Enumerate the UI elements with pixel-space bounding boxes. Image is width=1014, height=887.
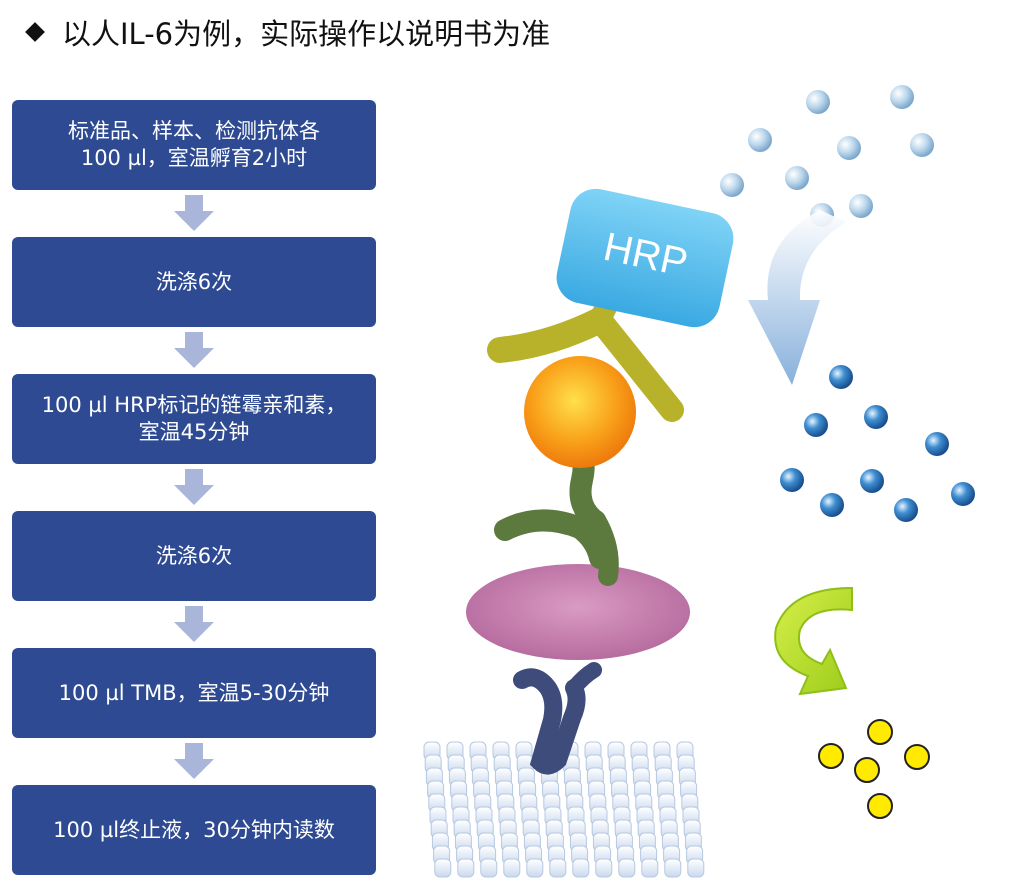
well bbox=[457, 858, 475, 878]
down-arrow-icon bbox=[174, 332, 214, 368]
step-box-2: 洗涤6次 bbox=[12, 237, 376, 327]
well bbox=[641, 858, 659, 878]
well bbox=[664, 858, 682, 878]
slide-title-text: 以人IL-6为例，实际操作以说明书为准 bbox=[62, 17, 551, 51]
down-arrow-icon bbox=[174, 743, 214, 779]
slide-title: 以人IL-6为例，实际操作以说明书为准 bbox=[22, 8, 550, 56]
diamond-bullet-icon bbox=[25, 22, 45, 42]
step-box-5: 100 µl TMB，室温5-30分钟 bbox=[12, 648, 376, 738]
step-box-3: 100 µl HRP标记的链霉亲和素， 室温45分钟 bbox=[12, 374, 376, 464]
step-box-1: 标准品、样本、检测抗体各 100 µl，室温孵育2小时 bbox=[12, 100, 376, 190]
down-arrow-icon bbox=[174, 606, 214, 642]
elisa-illustration: HRP bbox=[423, 85, 975, 878]
product-dots bbox=[780, 365, 975, 522]
curved-arrow-icon bbox=[774, 586, 853, 696]
capture-antibody bbox=[513, 662, 602, 775]
well bbox=[480, 858, 498, 878]
step-box-4: 洗涤6次 bbox=[12, 511, 376, 601]
down-arrow-icon bbox=[174, 469, 214, 505]
step-box-6: 100 µl终止液，30分钟内读数 bbox=[12, 785, 376, 875]
hrp-tag bbox=[556, 188, 734, 328]
antigen-disk bbox=[466, 564, 690, 660]
streptavidin-ball bbox=[524, 356, 636, 468]
well bbox=[572, 858, 590, 878]
stop-dots bbox=[818, 719, 930, 819]
microplate-wells bbox=[423, 741, 705, 878]
well bbox=[618, 858, 636, 878]
curved-arrow-icon bbox=[748, 210, 846, 385]
well bbox=[595, 858, 613, 878]
well bbox=[434, 858, 452, 878]
substrate-dots bbox=[720, 85, 934, 227]
well bbox=[549, 858, 567, 878]
well bbox=[503, 858, 521, 878]
well bbox=[687, 858, 705, 878]
well bbox=[526, 858, 544, 878]
down-arrow-icon bbox=[174, 195, 214, 231]
